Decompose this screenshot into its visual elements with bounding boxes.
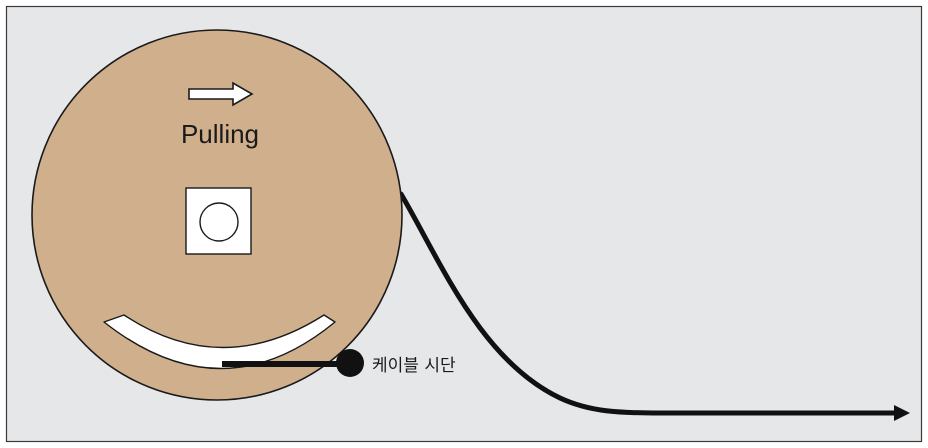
cable-end-dot-icon (336, 349, 364, 377)
cable-slot (103, 314, 336, 370)
pulling-label: Pulling (181, 119, 259, 149)
right-arrow-icon (188, 81, 254, 107)
cable-end-label: 케이블 시단 (372, 356, 456, 376)
hub-hole-icon (199, 202, 239, 242)
cable-arrowhead-icon (894, 405, 910, 421)
cable-line (398, 191, 901, 416)
